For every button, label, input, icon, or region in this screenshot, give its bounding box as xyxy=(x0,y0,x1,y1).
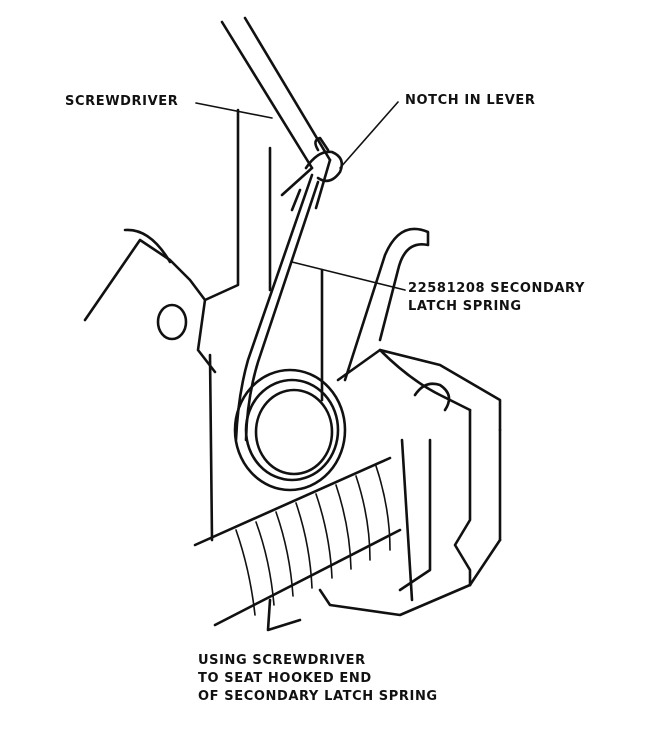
notch-label: NOTCH IN LEVER xyxy=(405,93,536,108)
leader-lines xyxy=(195,101,406,291)
secondary-latch-spring xyxy=(233,173,347,492)
screwdriver xyxy=(220,16,332,210)
latch-bracket xyxy=(318,227,502,617)
caption-line3: OF SECONDARY LATCH SPRING xyxy=(198,689,438,704)
screwdriver-label: SCREWDRIVER xyxy=(65,94,179,109)
threaded-shaft xyxy=(193,456,402,632)
caption-line1: USING SCREWDRIVER xyxy=(198,653,366,668)
lever-plate xyxy=(83,108,272,542)
spring-label-line1: 22581208 SECONDARY xyxy=(408,281,585,296)
caption-line2: TO SEAT HOOKED END xyxy=(198,671,372,686)
notch-in-lever xyxy=(304,136,344,183)
spring-label-line2: LATCH SPRING xyxy=(408,299,522,314)
caption: USING SCREWDRIVER TO SEAT HOOKED END OF … xyxy=(198,652,438,706)
spring-label: 22581208 SECONDARY LATCH SPRING xyxy=(408,280,585,316)
